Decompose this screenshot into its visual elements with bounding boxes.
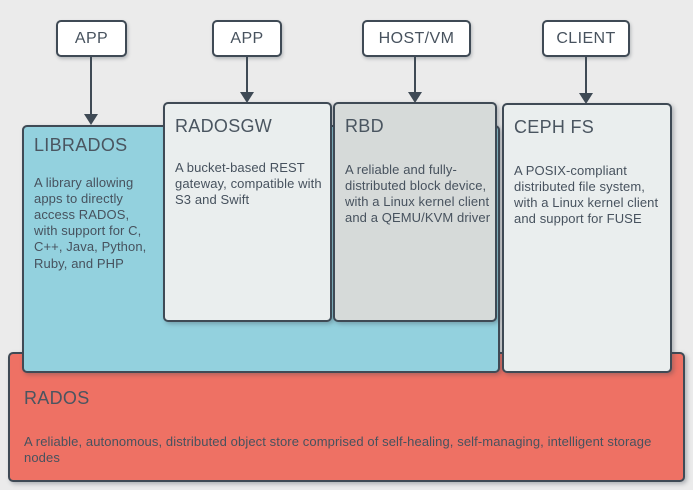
host-vm-node: HOST/VM: [362, 20, 471, 57]
app-node-1: APP: [56, 20, 127, 57]
arrow-head-icon: [240, 92, 254, 103]
cephfs-block: CEPH FS A POSIX-compliant distributed fi…: [502, 103, 672, 373]
cephfs-description: A POSIX-compliant distributed file syste…: [514, 163, 659, 227]
radosgw-description: A bucket-based REST gateway, compatible …: [175, 160, 322, 208]
rbd-block: RBD A reliable and fully-distributed blo…: [333, 102, 497, 322]
rados-description: A reliable, autonomous, distributed obje…: [24, 434, 652, 466]
arrow-head-icon: [84, 114, 98, 125]
rbd-title: RBD: [345, 116, 384, 136]
client-node-label: CLIENT: [556, 29, 616, 47]
rbd-description: A reliable and fully-distributed block d…: [345, 162, 491, 226]
client-node: CLIENT: [542, 20, 630, 57]
app-node-2-label: APP: [230, 29, 264, 47]
librados-description: A library allowing apps to directly acce…: [34, 175, 147, 271]
radosgw-title: RADOSGW: [175, 116, 273, 136]
radosgw-block: RADOSGW A bucket-based REST gateway, com…: [163, 102, 332, 322]
arrow-head-icon: [408, 92, 422, 103]
app-node-1-label: APP: [74, 29, 109, 47]
app-node-2: APP: [212, 20, 282, 57]
arrow-shaft: [90, 57, 92, 114]
arrow-shaft: [414, 57, 416, 92]
arrow-head-icon: [579, 93, 593, 104]
rados-title: RADOS: [24, 388, 90, 408]
host-vm-node-label: HOST/VM: [378, 29, 455, 47]
cephfs-title: CEPH FS: [514, 117, 595, 137]
arrow-shaft: [585, 57, 587, 93]
arrow-shaft: [246, 57, 248, 92]
librados-title: LIBRADOS: [34, 135, 128, 155]
rados-block: RADOS A reliable, autonomous, distribute…: [8, 352, 685, 482]
